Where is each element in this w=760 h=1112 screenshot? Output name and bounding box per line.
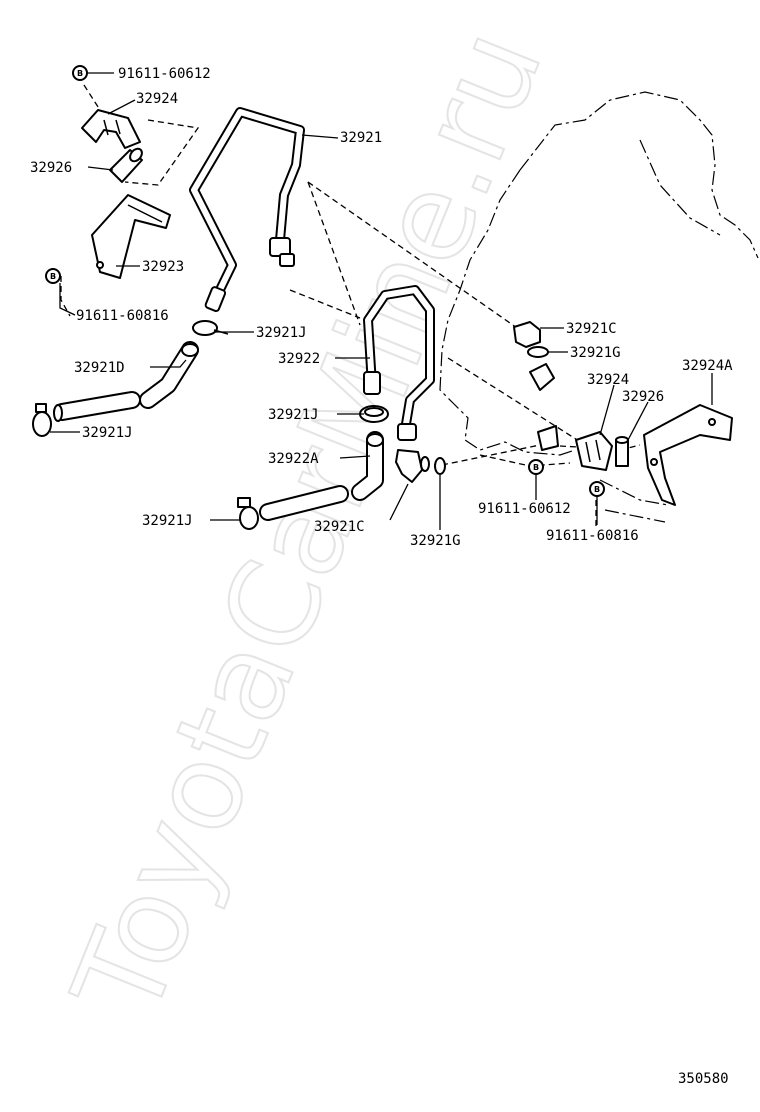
hose-32921D xyxy=(53,341,199,422)
svg-text:B: B xyxy=(533,463,539,472)
svg-text:B: B xyxy=(594,485,600,494)
short-hose-right xyxy=(529,363,559,451)
bracket-32924-right xyxy=(575,431,613,471)
cap-32921C-right xyxy=(513,321,541,348)
label-left-bolt: 91611-60816 xyxy=(76,308,169,324)
label-right-bolt-b: 91611-60816 xyxy=(546,528,639,544)
label-32921J-c: 32921J xyxy=(268,407,319,423)
label-32926-right: 32926 xyxy=(622,389,664,405)
bracket-32923 xyxy=(91,194,171,279)
reference-dashed-line xyxy=(83,84,101,111)
diagram-number: 350580 xyxy=(678,1071,729,1087)
label-32921J-a: 32921J xyxy=(256,325,307,341)
bolt-symbol-left: B xyxy=(45,268,61,284)
label-32921D: 32921D xyxy=(74,360,125,376)
label-32921G-right: 32921G xyxy=(570,345,621,361)
label-top-bolt: 91611-60612 xyxy=(118,66,211,82)
label-32924-right: 32924 xyxy=(587,372,629,388)
hose-32922A xyxy=(259,431,384,521)
label-32921: 32921 xyxy=(340,130,382,146)
oring-32921G-lower xyxy=(434,457,446,475)
label-32923: 32923 xyxy=(142,259,184,275)
label-32924A: 32924A xyxy=(682,358,733,374)
label-32926-top: 32926 xyxy=(30,160,72,176)
svg-text:B: B xyxy=(77,69,83,78)
label-32921J-d: 32921J xyxy=(142,513,193,529)
sleeve-32926-top xyxy=(109,147,143,183)
label-32921J-b: 32921J xyxy=(82,425,133,441)
label-right-bolt-a: 91611-60612 xyxy=(478,501,571,517)
sleeve-32926-right xyxy=(615,436,629,467)
bracket-32924-top xyxy=(81,109,141,149)
bracket-32924A xyxy=(643,404,733,506)
elbow-32921C-lower xyxy=(395,449,430,483)
bolt-symbol-right-a: B xyxy=(528,459,544,475)
clamp-32921J-b xyxy=(32,403,52,437)
transmission-housing-outline xyxy=(519,91,759,259)
bolt-symbol-right-b: B xyxy=(589,481,605,497)
pipe-32922 xyxy=(363,285,435,441)
label-32924-top: 32924 xyxy=(136,91,178,107)
pipe-32921 xyxy=(189,107,305,312)
label-32921C-right: 32921C xyxy=(566,321,617,337)
clamp-32921J-a xyxy=(192,320,229,336)
label-32922: 32922 xyxy=(278,351,320,367)
label-32922A: 32922A xyxy=(268,451,319,467)
label-32921G-lower: 32921G xyxy=(410,533,461,549)
oring-32921G-right xyxy=(527,346,549,358)
svg-text:B: B xyxy=(50,272,56,281)
bolt-symbol-top: B xyxy=(72,65,88,81)
label-32921C-lower: 32921C xyxy=(314,519,365,535)
clamp-32921J-d xyxy=(237,497,259,530)
clamp-32921J-c xyxy=(359,405,389,423)
